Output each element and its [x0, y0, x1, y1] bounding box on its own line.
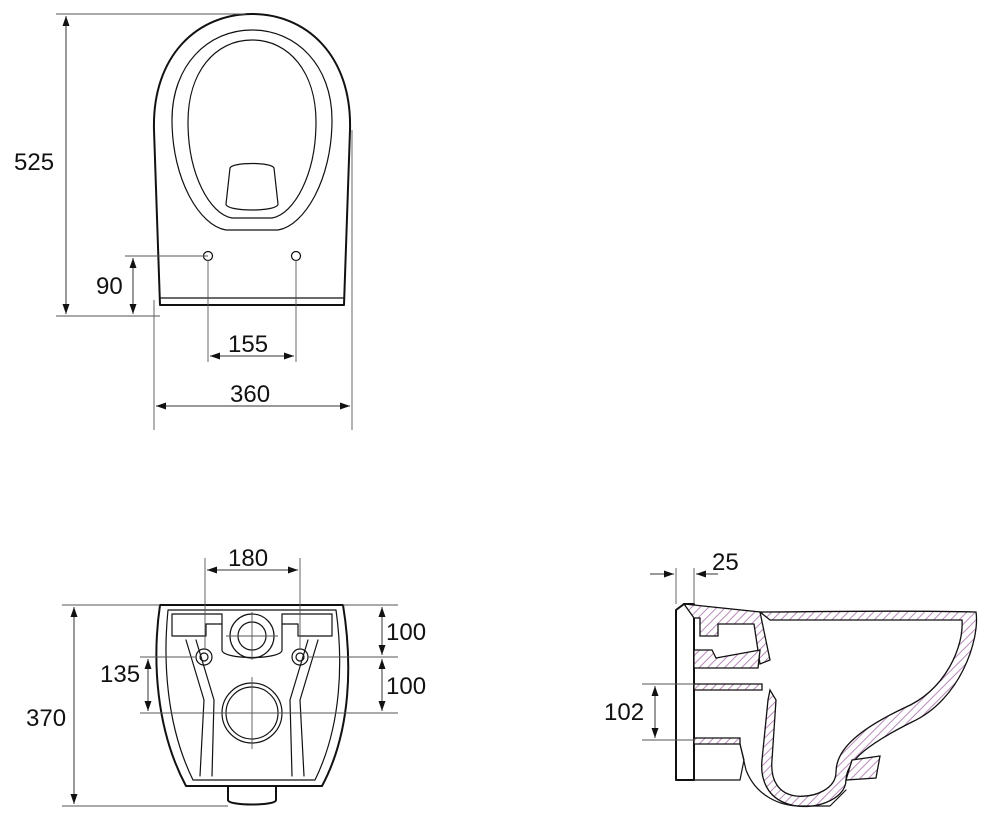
upper-pocket-right [281, 613, 333, 637]
rib-left [185, 639, 215, 777]
mounting-face [675, 603, 695, 781]
outlet-spigot [227, 785, 277, 806]
side-section: 25 102 [604, 549, 978, 808]
inner-rim [171, 29, 333, 231]
top-view: 525 90 155 360 [14, 13, 353, 430]
dim-label-rear-upper: 100 [386, 619, 426, 646]
rear-outline [155, 604, 350, 787]
dim-label-rear-lower: 100 [386, 673, 426, 700]
section-strip-2 [693, 737, 741, 745]
dim-label-bolt-offset: 90 [96, 273, 123, 300]
dim-label-wall-thickness: 25 [712, 549, 739, 576]
inner-bowl [187, 39, 317, 219]
dim-label-rear-bolt-spacing: 180 [228, 545, 268, 572]
fixing-hole-right [290, 250, 302, 262]
dim-label-rear-height: 370 [26, 705, 66, 732]
section-ledge [693, 649, 761, 669]
section-inner-channel [739, 743, 847, 807]
rib-right [289, 639, 319, 777]
section-foot [693, 743, 745, 781]
dim-label-outlet-height: 102 [604, 699, 644, 726]
section-bowl-wall [758, 610, 978, 808]
dim-label-bolt-spacing: 155 [228, 331, 268, 358]
dim-label-length: 525 [14, 149, 54, 176]
rear-view: 180 370 135 100 100 [26, 545, 426, 807]
section-top-wall [682, 603, 771, 665]
section-strip-1 [693, 683, 763, 691]
bowl-outline [152, 13, 352, 306]
dim-label-width: 360 [230, 381, 270, 408]
section-foot-right [845, 755, 881, 781]
rear-hole-right [291, 648, 309, 666]
upper-pocket-left [171, 613, 223, 637]
dim-label-rear-bolt-height: 135 [100, 661, 140, 688]
rear-hole-left-inner [199, 652, 209, 662]
rear-hole-left [195, 648, 213, 666]
drain-recess [225, 162, 279, 211]
rear-inner-outline [165, 609, 341, 781]
rear-hole-right-inner [295, 652, 305, 662]
